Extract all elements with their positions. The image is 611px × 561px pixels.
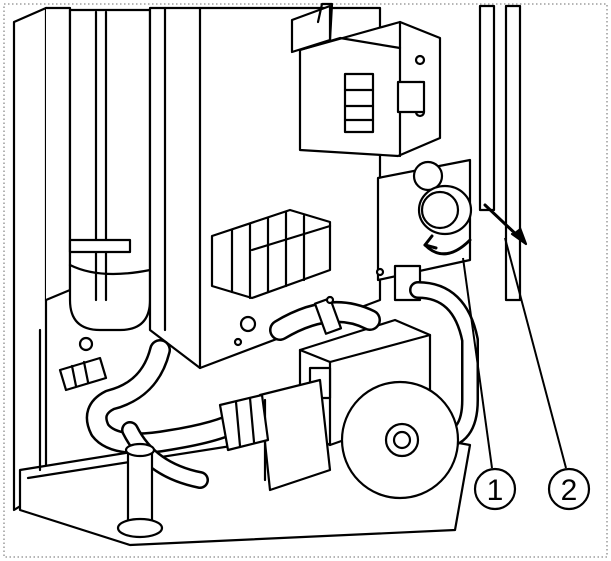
thermostat-cap bbox=[417, 184, 473, 236]
supply-pipe-ring bbox=[313, 297, 343, 335]
gland-screw bbox=[78, 336, 94, 352]
terminal-block-edge bbox=[250, 224, 332, 252]
thermostat-ring bbox=[412, 160, 444, 192]
heater-tank bbox=[68, 8, 152, 332]
support-foot bbox=[116, 517, 164, 539]
panel-dot-1 bbox=[325, 295, 335, 305]
thermostat-cap-inner bbox=[420, 190, 460, 230]
callout-1-label: 1 bbox=[487, 474, 504, 507]
removal-arrowhead bbox=[510, 226, 528, 246]
cabinet-left-wall bbox=[12, 6, 48, 512]
support-leg-top bbox=[124, 442, 156, 458]
cabinet-left-flange bbox=[44, 6, 72, 302]
callout-1-circle bbox=[473, 467, 517, 511]
contactor-screw-1 bbox=[414, 54, 426, 66]
right-rail bbox=[478, 4, 496, 212]
callout-1: 1 bbox=[473, 467, 517, 511]
pipe-fitting-grooves bbox=[234, 396, 256, 448]
tank-curve bbox=[68, 263, 152, 276]
pump-shaft-cap bbox=[384, 422, 420, 458]
drain-pipe-fill bbox=[123, 423, 207, 487]
terminal-block-dividers bbox=[230, 210, 306, 300]
contactor-clip bbox=[316, 2, 334, 42]
rotation-arrowhead bbox=[423, 234, 438, 250]
contactor-button bbox=[396, 80, 426, 114]
callout-2: 2 bbox=[547, 467, 591, 511]
contactor-terminal-lines bbox=[343, 88, 375, 122]
lower-pipe-fill bbox=[88, 341, 249, 452]
contactor-terminals bbox=[343, 72, 375, 134]
cable-gland bbox=[58, 356, 108, 392]
right-frame bbox=[504, 4, 522, 302]
tank-bracket bbox=[68, 238, 132, 254]
pipe-fitting bbox=[218, 393, 270, 452]
panel-dot-3 bbox=[375, 267, 385, 277]
support-leg bbox=[126, 448, 154, 527]
callout-2-circle bbox=[547, 467, 591, 511]
callout-2-label: 2 bbox=[561, 474, 578, 507]
leader-line-2 bbox=[504, 237, 567, 469]
pump-shaft-center bbox=[392, 430, 412, 450]
leader-line-1 bbox=[462, 257, 493, 469]
cable-gland-lines bbox=[70, 360, 90, 388]
dotted-border bbox=[3, 3, 608, 558]
terminal-block bbox=[210, 208, 332, 300]
pump-housing bbox=[258, 378, 332, 492]
panel-screw bbox=[239, 315, 257, 333]
contactor-top-edge bbox=[298, 36, 402, 52]
panel-dot-2 bbox=[233, 337, 243, 347]
rotation-arrow bbox=[423, 238, 472, 256]
